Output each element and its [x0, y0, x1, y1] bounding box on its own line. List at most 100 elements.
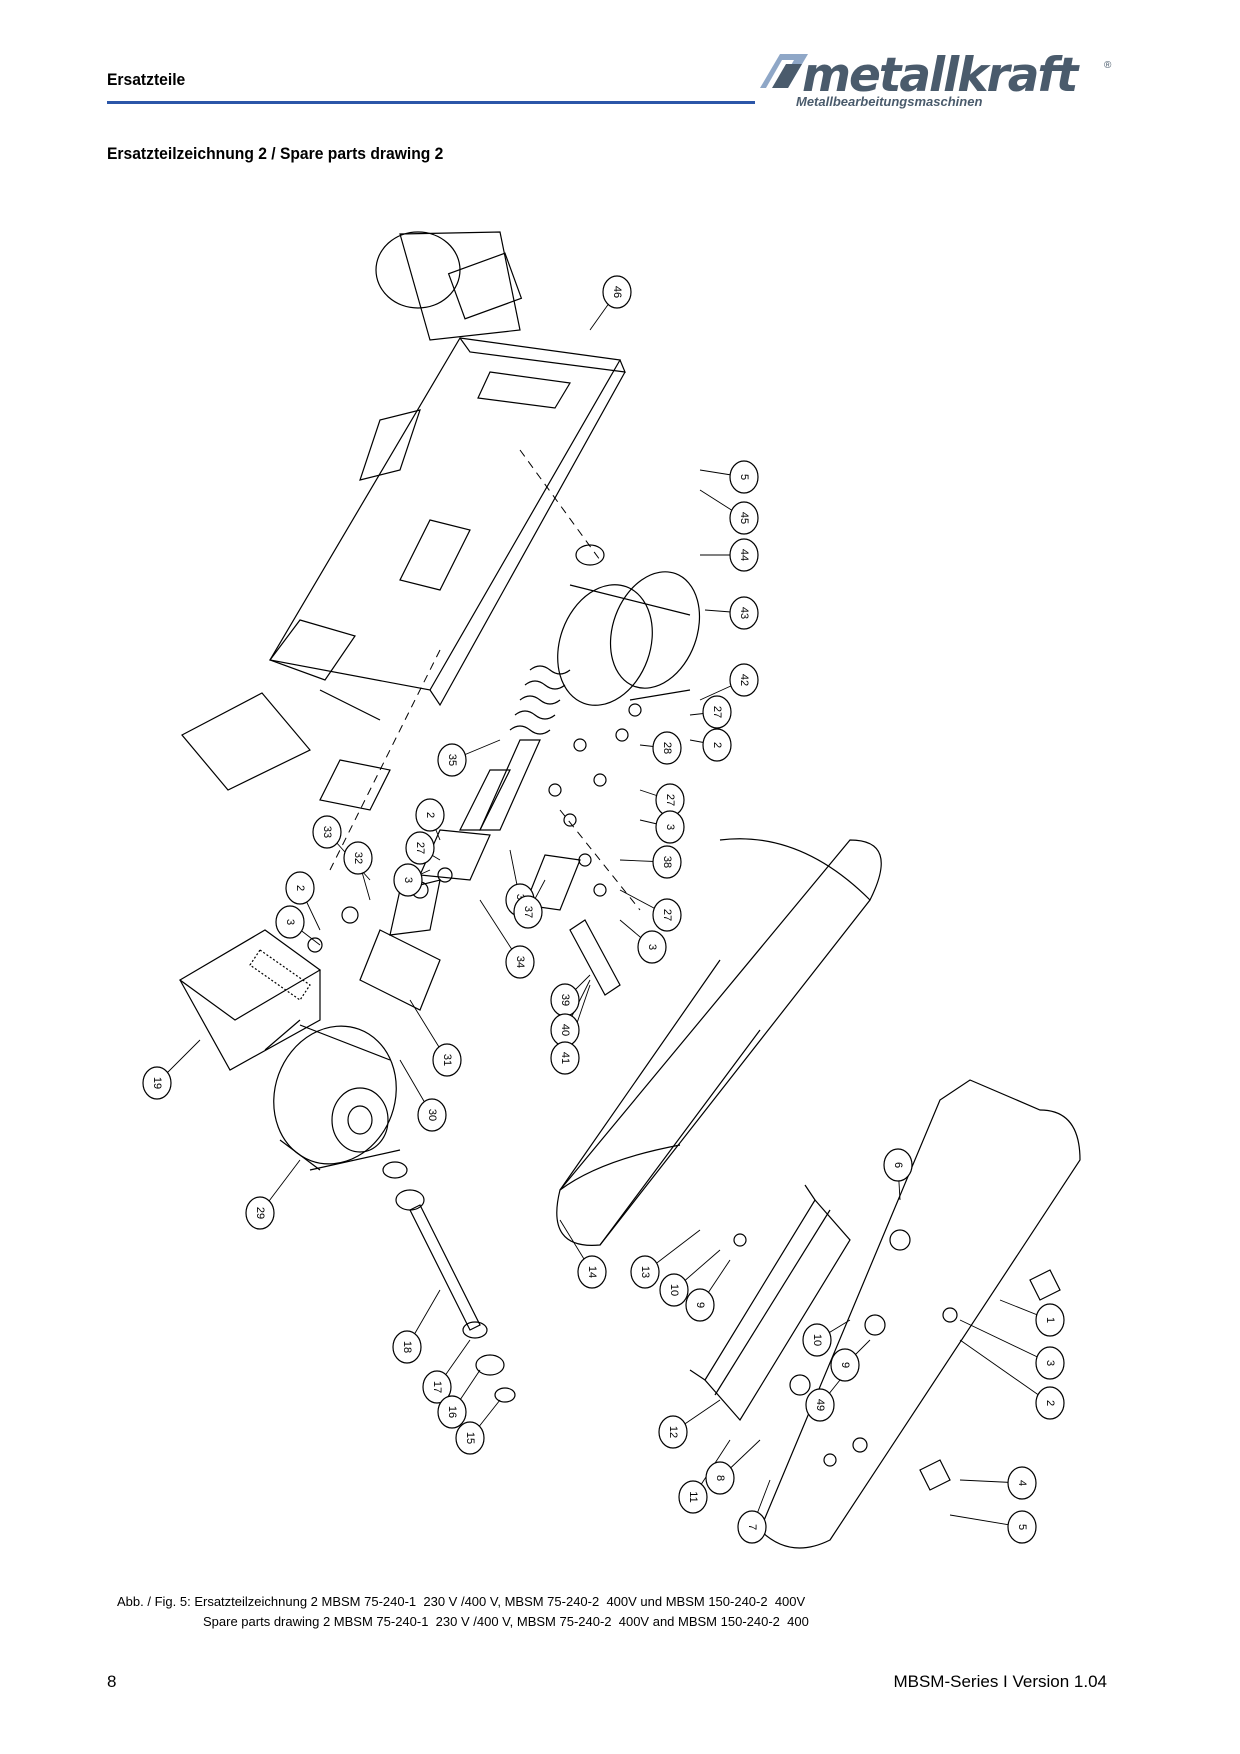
callout-number: 1: [1044, 1317, 1056, 1323]
spring-35-part: [509, 665, 571, 735]
callout-balloon: 31: [432, 1043, 462, 1077]
callout-balloon: 9: [830, 1348, 860, 1382]
header-rule: [107, 101, 755, 104]
logo-tagline: Metallbearbeitungsmaschinen: [796, 94, 983, 109]
callout-number: 33: [321, 826, 333, 838]
callout-number: 12: [667, 1426, 679, 1438]
shaft-39-part: [569, 919, 621, 996]
callout-number: 28: [661, 742, 673, 754]
callout-number: 3: [1044, 1360, 1056, 1366]
callout-balloon: 7: [737, 1510, 767, 1544]
callout-balloon: 38: [652, 845, 682, 879]
callout-number: 3: [402, 877, 414, 883]
document-version: MBSM-Series I Version 1.04: [893, 1672, 1107, 1691]
callout-balloon: 39: [550, 983, 580, 1017]
brand-logo: metallkraft ® Metallbearbeitungsmaschine…: [752, 48, 1112, 112]
callout-balloon: 13: [630, 1255, 660, 1289]
page-number: 8: [107, 1672, 117, 1691]
drum-43-part: [557, 544, 701, 706]
callout-number: 2: [711, 742, 723, 748]
section-title: Ersatzteile: [107, 70, 186, 89]
callout-balloon: 19: [142, 1066, 172, 1100]
callout-number: 3: [284, 919, 296, 925]
callout-balloon: 27: [405, 831, 435, 865]
callout-number: 35: [446, 754, 458, 766]
callout-number: 37: [522, 906, 534, 918]
callout-balloon: 2: [1035, 1386, 1065, 1420]
callout-balloon: 17: [422, 1370, 452, 1404]
callout-number: 34: [514, 956, 526, 968]
callout-balloon: 10: [659, 1273, 689, 1307]
callout-number: 44: [738, 549, 750, 561]
callout-balloon: 8: [705, 1461, 735, 1495]
callout-balloon: 32: [343, 841, 373, 875]
callout-number: 27: [661, 909, 673, 921]
callout-number: 40: [559, 1024, 571, 1036]
plate-37-part: [524, 854, 581, 911]
rail-36-part: [479, 739, 541, 831]
callout-balloon: 41: [550, 1041, 580, 1075]
callout-balloon: 2: [285, 871, 315, 905]
tray-part: [181, 692, 311, 791]
callout-balloon: 29: [245, 1196, 275, 1230]
callout-number: 5: [738, 474, 750, 480]
callout-balloon: 10: [802, 1323, 832, 1357]
callout-number: 27: [664, 794, 676, 806]
callout-balloon: 27: [702, 695, 732, 729]
callout-balloon: 1: [1035, 1303, 1065, 1337]
callout-balloon: 16: [437, 1395, 467, 1429]
callout-number: 45: [738, 512, 750, 524]
figure-caption-line-2: Spare parts drawing 2 MBSM 75-240-1 230 …: [203, 1614, 809, 1629]
callout-number: 18: [401, 1341, 413, 1353]
platen-12-part: [689, 1184, 851, 1422]
callout-balloon: 14: [577, 1255, 607, 1289]
callout-number: 6: [892, 1162, 904, 1168]
callout-number: 2: [424, 812, 436, 818]
callout-leader-line: [959, 1339, 1051, 1404]
callout-balloon: 28: [652, 731, 682, 765]
callout-number: 15: [464, 1432, 476, 1444]
callout-balloon: 6: [883, 1148, 913, 1182]
base-bracket-part: [319, 759, 391, 811]
callout-balloon: 3: [393, 863, 423, 897]
callout-balloon: 34: [505, 945, 535, 979]
callout-number: 7: [746, 1524, 758, 1530]
callout-number: 14: [586, 1266, 598, 1278]
callout-balloon: 40: [550, 1013, 580, 1047]
callout-number: 11: [687, 1491, 699, 1502]
callout-balloon: 18: [392, 1330, 422, 1364]
page-heading: Ersatzteilzeichnung 2 / Spare parts draw…: [107, 144, 444, 163]
callout-balloon: 3: [655, 810, 685, 844]
callout-number: 17: [431, 1381, 443, 1393]
callout-balloon: 5: [1007, 1510, 1037, 1544]
callout-number: 42: [738, 674, 750, 686]
callout-balloon: 11: [678, 1480, 708, 1514]
callout-balloon: 4: [1007, 1466, 1037, 1500]
callout-balloon: 15: [455, 1421, 485, 1455]
motor-part: [375, 231, 523, 341]
callout-number: 16: [446, 1406, 458, 1418]
callout-balloon: 27: [652, 898, 682, 932]
callout-balloon: 33: [312, 815, 342, 849]
callout-balloon: 49: [805, 1388, 835, 1422]
callout-number: 9: [694, 1302, 706, 1308]
metallkraft-logo-mark: [760, 54, 808, 88]
callout-balloon: 30: [417, 1098, 447, 1132]
shaft-18-part: [382, 1161, 516, 1403]
callout-number: 9: [839, 1362, 851, 1368]
callout-leader-line: [959, 1319, 1051, 1364]
machine-frame-part: [269, 337, 626, 721]
callout-balloon: 37: [513, 895, 543, 929]
side-cover-1-part: [759, 1079, 1081, 1549]
logo-wordmark: metallkraft: [802, 48, 1078, 103]
callout-balloon: 43: [729, 596, 759, 630]
callout-balloon: 44: [729, 538, 759, 572]
callout-balloon: 9: [685, 1288, 715, 1322]
callout-number: 29: [254, 1207, 266, 1219]
callout-number: 3: [646, 944, 658, 950]
callout-balloon: 3: [1035, 1346, 1065, 1380]
figure-caption-line-1: Abb. / Fig. 5: Ersatzteilzeichnung 2 MBS…: [117, 1594, 806, 1609]
fastener-parts: [307, 703, 958, 1467]
callout-number: 19: [151, 1077, 163, 1089]
bracket-31-part: [359, 929, 441, 1011]
